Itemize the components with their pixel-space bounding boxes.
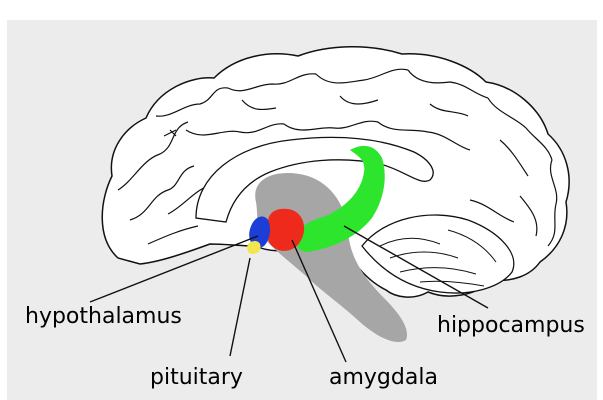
label-hippocampus: hippocampus [437, 315, 585, 337]
label-amygdala: amygdala [329, 367, 438, 389]
label-hypothalamus: hypothalamus [25, 306, 182, 328]
label-pituitary: pituitary [150, 367, 243, 389]
